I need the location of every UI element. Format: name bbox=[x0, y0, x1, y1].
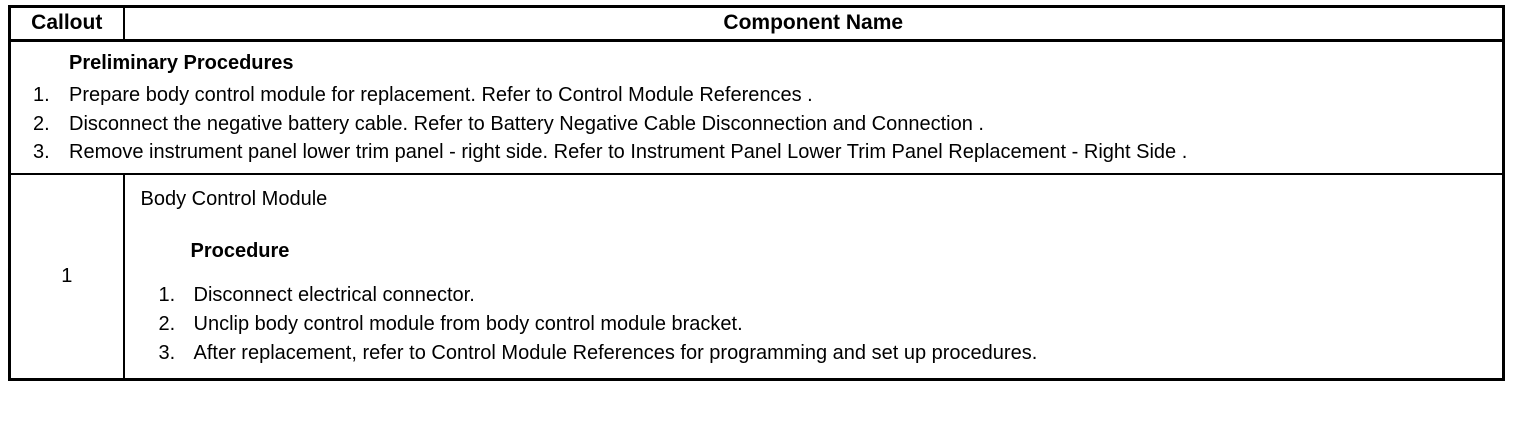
list-item-text: After replacement, refer to Control Modu… bbox=[193, 342, 1038, 365]
preliminary-procedures-heading: Preliminary Procedures bbox=[69, 52, 294, 75]
procedure-list: 1. Disconnect electrical connector. 2. Unc… bbox=[141, 281, 1499, 368]
list-item-number: 2. bbox=[158, 313, 176, 336]
procedure-heading: Procedure bbox=[190, 240, 290, 263]
list-item-text: Disconnect the negative battery cable. R… bbox=[69, 112, 984, 135]
preliminary-procedures-list: 1. Prepare body control module for replac… bbox=[15, 81, 1498, 166]
list-item-text: Disconnect electrical connector. bbox=[193, 284, 475, 307]
preliminary-procedures-row: Preliminary Procedures 1. Prepare body co… bbox=[9, 40, 1504, 176]
list-item-number: 2. bbox=[33, 112, 50, 135]
table-row: 1 Body Control Module Procedure 1. Discon… bbox=[9, 174, 1504, 380]
list-item-number: 1. bbox=[158, 284, 176, 307]
list-item-text: Unclip body control module from body con… bbox=[193, 313, 743, 336]
list-item-text: Prepare body control module for replacem… bbox=[69, 84, 813, 107]
list-item: 3. After replacement, refer to Control Mo… bbox=[159, 339, 1499, 368]
service-procedure-table: Callout Component Name Preliminary Proce… bbox=[8, 5, 1505, 382]
component-name-label: Body Control Module bbox=[140, 188, 328, 211]
list-item-text: Remove instrument panel lower trim panel… bbox=[69, 140, 1188, 163]
column-header-component-name: Component Name bbox=[123, 6, 1504, 43]
list-item: 2. Unclip body control module from body c… bbox=[159, 310, 1499, 339]
list-item: 3. Remove instrument panel lower trim pan… bbox=[33, 138, 1498, 166]
component-detail-block: Body Control Module Procedure 1. Disconne… bbox=[125, 175, 1503, 378]
list-item-number: 3. bbox=[33, 140, 50, 163]
table-body: Preliminary Procedures 1. Prepare body co… bbox=[9, 40, 1504, 380]
list-item: 2. Disconnect the negative battery cable.… bbox=[33, 110, 1498, 138]
list-item-number: 1. bbox=[33, 84, 50, 107]
list-item: 1. Disconnect electrical connector. bbox=[159, 281, 1499, 310]
preliminary-procedures-cell: Preliminary Procedures 1. Prepare body co… bbox=[9, 40, 1504, 176]
header-row: Callout Component Name bbox=[9, 6, 1504, 43]
callout-number: 1 bbox=[9, 174, 125, 380]
table-header: Callout Component Name bbox=[9, 6, 1504, 43]
preliminary-procedures-block: Preliminary Procedures 1. Prepare body co… bbox=[11, 42, 1502, 173]
list-item: 1. Prepare body control module for replac… bbox=[33, 81, 1498, 109]
column-header-callout: Callout bbox=[9, 6, 125, 43]
component-detail-cell: Body Control Module Procedure 1. Disconne… bbox=[124, 174, 1504, 380]
list-item-number: 3. bbox=[158, 342, 176, 365]
